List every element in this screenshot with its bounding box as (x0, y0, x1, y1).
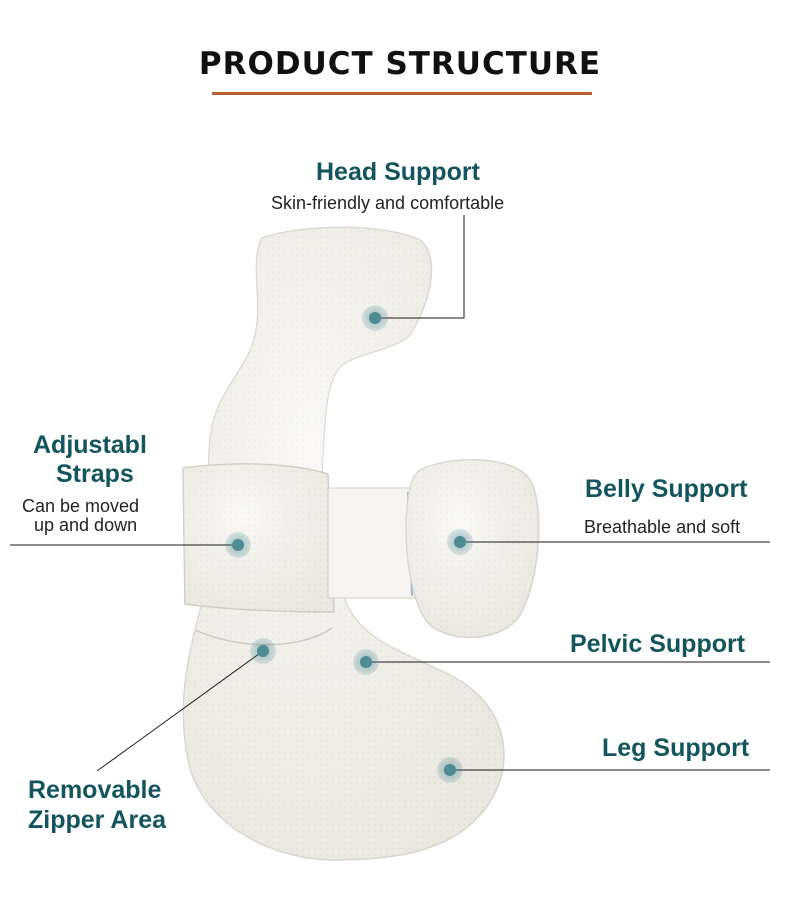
belly-marker (447, 529, 473, 555)
page-title: PRODUCT STRUCTURE (198, 46, 602, 82)
head-support-desc: Skin-friendly and comfortable (271, 193, 505, 213)
leg-marker (437, 757, 463, 783)
pelvic-support-title: Pelvic Support (570, 630, 746, 658)
head-leader-line (375, 215, 465, 319)
straps-title-line2: Straps (56, 460, 134, 488)
pelvic-marker (353, 649, 379, 675)
title-underline (212, 92, 592, 95)
zipper-leader-line (96, 650, 264, 772)
belly-support-title: Belly Support (585, 475, 748, 503)
zipper-title-line1: Removable (28, 776, 162, 804)
belly-support-desc: Breathable and soft (584, 517, 741, 537)
straps-desc-line2: up and down (34, 515, 138, 535)
leg-support-title: Leg Support (602, 734, 750, 762)
straps-desc-line1: Can be moved (22, 496, 140, 516)
leader-lines (10, 215, 770, 772)
markers (225, 305, 473, 783)
zipper-marker (250, 638, 276, 664)
zipper-title-line2: Zipper Area (28, 806, 167, 834)
straps-marker (225, 532, 251, 558)
belly-pad (405, 459, 540, 638)
head-support-title: Head Support (316, 158, 480, 186)
head-marker (362, 305, 388, 331)
straps-title-line1: Adjustabl (33, 431, 147, 459)
